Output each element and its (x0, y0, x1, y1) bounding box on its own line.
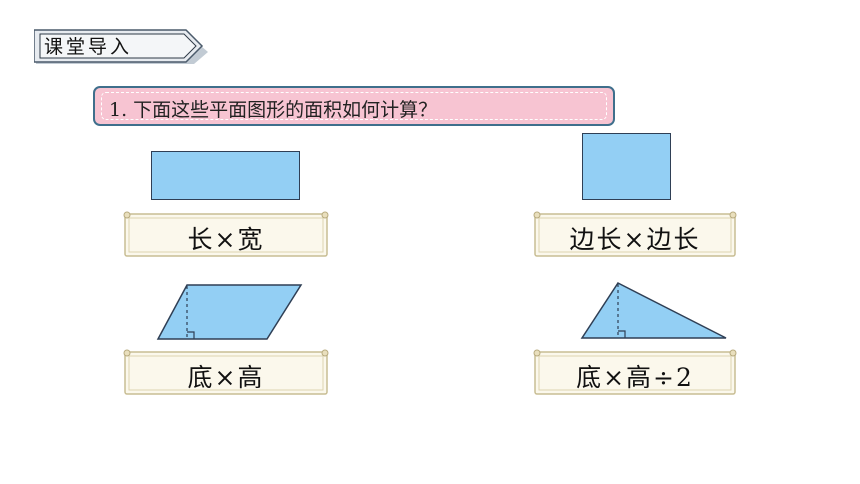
parchment-card-shape (123, 349, 329, 395)
formula-rectangle-text: 长×宽 (187, 225, 265, 254)
question-banner-dashed-border (101, 92, 607, 120)
parchment-card-shape (533, 349, 737, 395)
formula-card-square: 边长×边长 (532, 210, 738, 258)
parchment-card-shape (123, 211, 329, 257)
formula-card-rectangle: 长×宽 (122, 210, 330, 258)
parallelogram-shape (156, 284, 303, 340)
formula-square-text: 边长×边长 (569, 225, 701, 254)
question-banner: 1. 下面这些平面图形的面积如何计算？ (93, 86, 615, 126)
section-tag-arrow-shape (34, 29, 208, 64)
formula-parallelogram-text: 底×高 (187, 363, 265, 392)
formula-card-parallelogram: 底×高 (122, 348, 330, 396)
rectangle-shape (151, 151, 300, 200)
formula-triangle-text: 底×高÷2 (576, 363, 694, 392)
question-text: 1. 下面这些平面图形的面积如何计算？ (109, 99, 438, 121)
triangle-shape (580, 282, 727, 339)
section-tag: 课堂导入 (34, 26, 210, 66)
parchment-card-shape (533, 211, 737, 257)
square-shape (582, 133, 671, 200)
formula-card-triangle: 底×高÷2 (532, 348, 738, 396)
section-tag-label: 课堂导入 (44, 36, 133, 58)
